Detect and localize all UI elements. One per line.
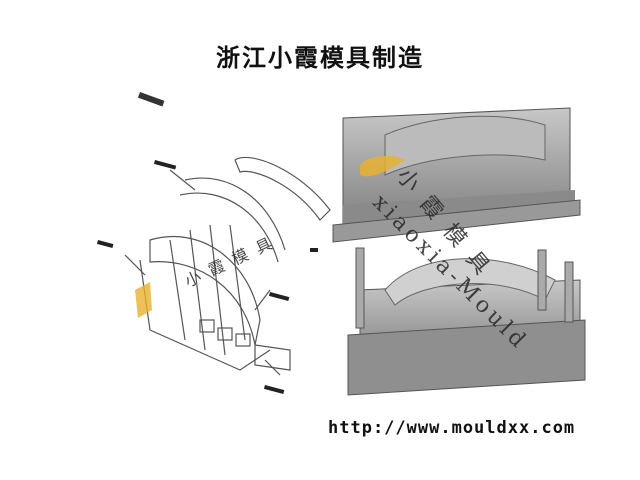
website-url[interactable]: http://www.mouldxx.com xyxy=(328,418,576,438)
page-title: 浙江小霞模具制造 xyxy=(216,44,424,72)
